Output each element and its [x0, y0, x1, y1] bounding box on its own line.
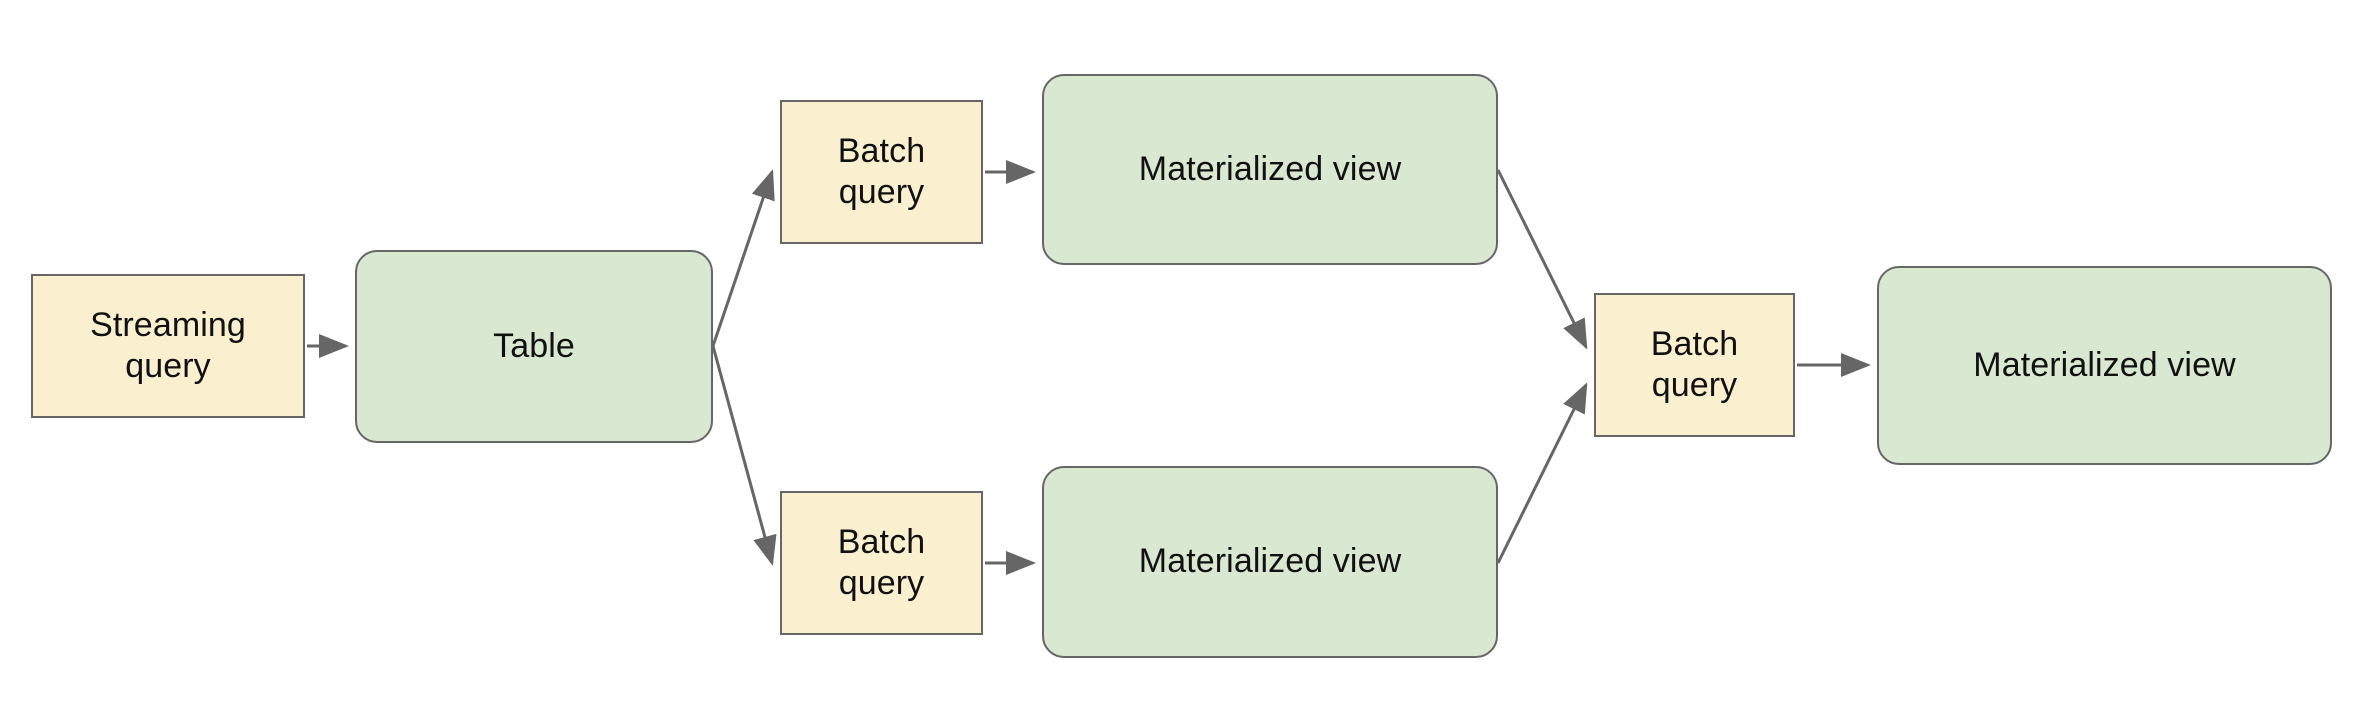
edge-table-to-batch-query-top [711, 169, 775, 347]
node-label: Batch query [1650, 324, 1739, 404]
node-materialized-view-bottom[interactable]: Materialized view [1042, 466, 1498, 658]
edge-table-to-batch-query-bottom [711, 345, 777, 566]
node-materialized-view-top[interactable]: Materialized view [1042, 74, 1498, 265]
node-batch-query-bottom[interactable]: Batch query [780, 491, 983, 635]
node-streaming-query[interactable]: Streaming query [31, 274, 305, 418]
node-label: Materialized view [1138, 542, 1402, 581]
node-label: Batch query [837, 131, 926, 211]
node-table[interactable]: Table [355, 250, 713, 443]
node-label: Materialized view [1973, 345, 2236, 384]
node-batch-query-join[interactable]: Batch query [1594, 293, 1795, 437]
node-label: Streaming query [90, 305, 246, 385]
node-materialized-view-final[interactable]: Materialized view [1877, 266, 2332, 465]
node-label: Table [493, 326, 575, 365]
edge-materialized-view-top-to-batch-query-join [1496, 169, 1588, 350]
node-label: Materialized view [1138, 149, 1402, 188]
node-batch-query-top[interactable]: Batch query [780, 100, 983, 244]
node-label: Batch query [837, 522, 926, 602]
edge-materialized-view-bottom-to-batch-query-join [1496, 382, 1588, 564]
